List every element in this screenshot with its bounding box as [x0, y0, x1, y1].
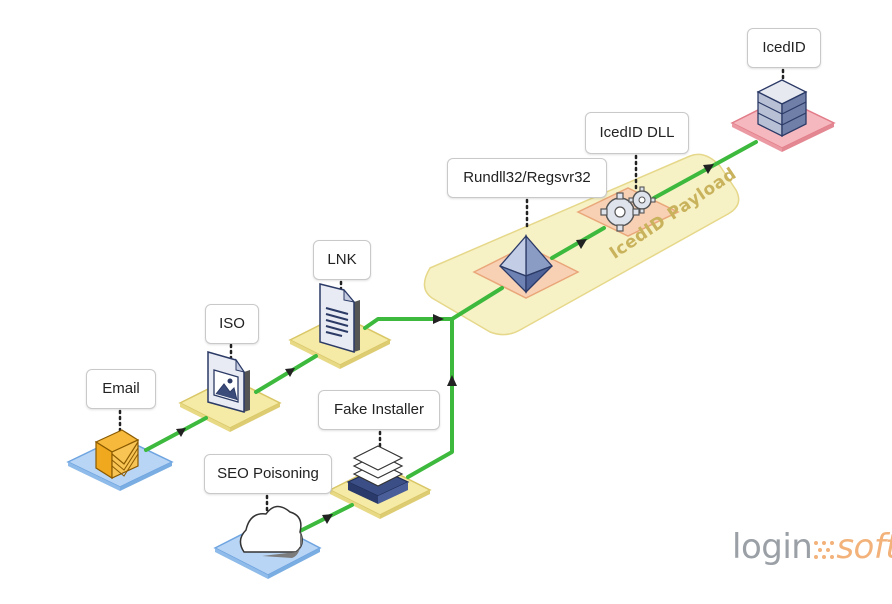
arrowhead-iso-lnk: [285, 368, 295, 377]
edge-fake-junction: [406, 317, 454, 479]
edge-dll-icedid: [652, 140, 758, 200]
edge-lnk-junction: [363, 317, 454, 330]
icedid-label: IcedID: [747, 28, 821, 68]
layers-icon: [346, 445, 410, 504]
text-document-icon: [319, 283, 360, 354]
brand-logo: login soft: [732, 527, 892, 567]
arrowhead-lnk-junction: [433, 314, 444, 324]
server-icon: [756, 79, 808, 138]
arrowhead-seo-fake: [322, 514, 333, 524]
connectors: [144, 140, 758, 535]
edge-email-iso: [144, 416, 208, 452]
envelope-icon: [94, 429, 140, 480]
brand-logo-part1: login: [732, 527, 813, 567]
edge-junction-rundll: [450, 286, 504, 321]
arrowhead-fake-junction: [447, 375, 457, 386]
brand-logo-part2: soft: [836, 527, 892, 567]
fake-installer-label: Fake Installer: [318, 390, 440, 430]
email-label: Email: [86, 369, 156, 409]
lnk-label: LNK: [313, 240, 371, 280]
brand-dots-icon: [812, 534, 836, 564]
cloud-icon: [239, 505, 303, 558]
arrowhead-junction-dll: [576, 239, 587, 249]
edge-seo-fake: [294, 503, 354, 535]
rundll-label: Rundll32/Regsvr32: [447, 158, 607, 198]
seo-poisoning-label: SEO Poisoning: [204, 454, 332, 494]
gears-icon: [600, 186, 656, 232]
edge-iso-lnk: [254, 354, 318, 394]
image-document-icon: [207, 351, 250, 413]
iso-label: ISO: [205, 304, 259, 344]
arrowhead-email-iso: [176, 428, 186, 437]
icedid-dll-label: IcedID DLL: [585, 112, 689, 154]
crystal-icon: [498, 234, 554, 294]
arrowhead-dll-icedid: [703, 164, 714, 174]
arrowheads: [176, 164, 714, 524]
